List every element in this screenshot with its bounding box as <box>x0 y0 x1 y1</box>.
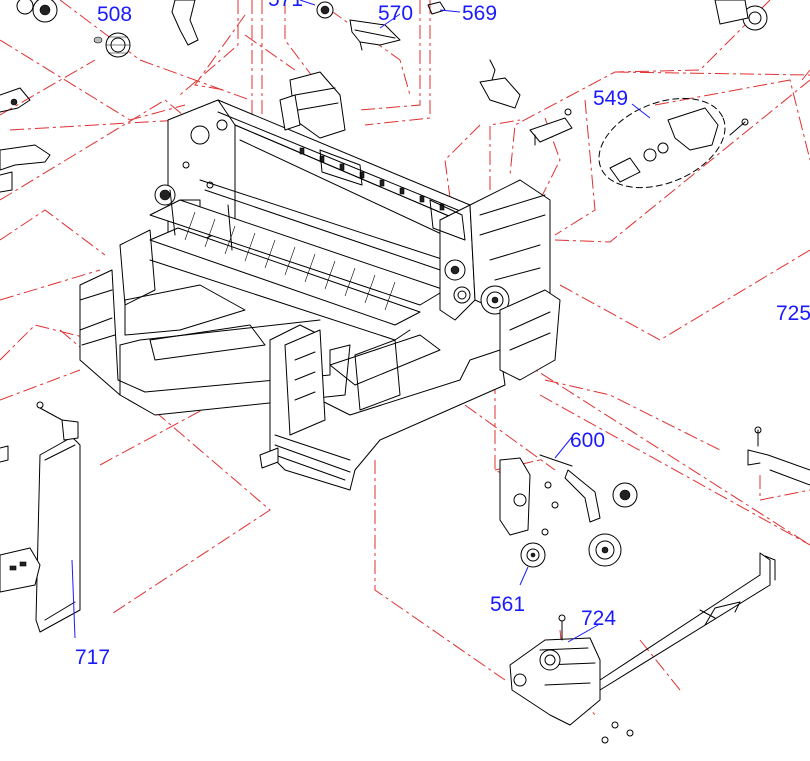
top-left-bracket <box>171 0 199 46</box>
part-508-bushing <box>93 32 131 58</box>
callout-717: 717 <box>75 646 110 669</box>
part-600-gear-assembly <box>499 454 638 567</box>
top-right-rollers <box>714 0 768 31</box>
callout-569: 569 <box>462 2 497 25</box>
right-edge-bracket <box>747 426 810 486</box>
left-edge-latch <box>0 144 51 193</box>
callout-549: 549 <box>593 87 628 110</box>
left-edge-lever <box>0 87 31 113</box>
part-561-gear <box>520 542 546 568</box>
callout-leaders <box>71 0 651 643</box>
part-570-arm <box>349 19 401 51</box>
rear-frame-slots <box>299 147 445 211</box>
right-cable-plate <box>599 552 776 691</box>
part-571-roller <box>316 1 334 19</box>
callout-571: 571 <box>268 0 303 11</box>
part-724-motor-frame <box>509 614 634 744</box>
callout-570: 570 <box>378 2 413 25</box>
callout-labels: 508 571 570 569 549 725 600 561 724 717 <box>75 0 810 669</box>
printer-main-frame <box>79 71 561 491</box>
callout-724: 724 <box>581 607 616 630</box>
callout-600: 600 <box>570 429 605 452</box>
top-centre-clip <box>479 59 521 109</box>
callout-508: 508 <box>97 3 132 26</box>
part-717-cover <box>0 401 81 633</box>
right-top-bracket <box>529 108 573 146</box>
roller-ribs <box>184 211 396 311</box>
callout-561: 561 <box>490 593 525 616</box>
part-569-pin <box>427 1 446 15</box>
top-left-gear <box>16 0 58 23</box>
assembly-guide-lines <box>0 0 810 716</box>
callout-725: 725 <box>776 302 810 325</box>
part-549-group <box>598 97 749 189</box>
